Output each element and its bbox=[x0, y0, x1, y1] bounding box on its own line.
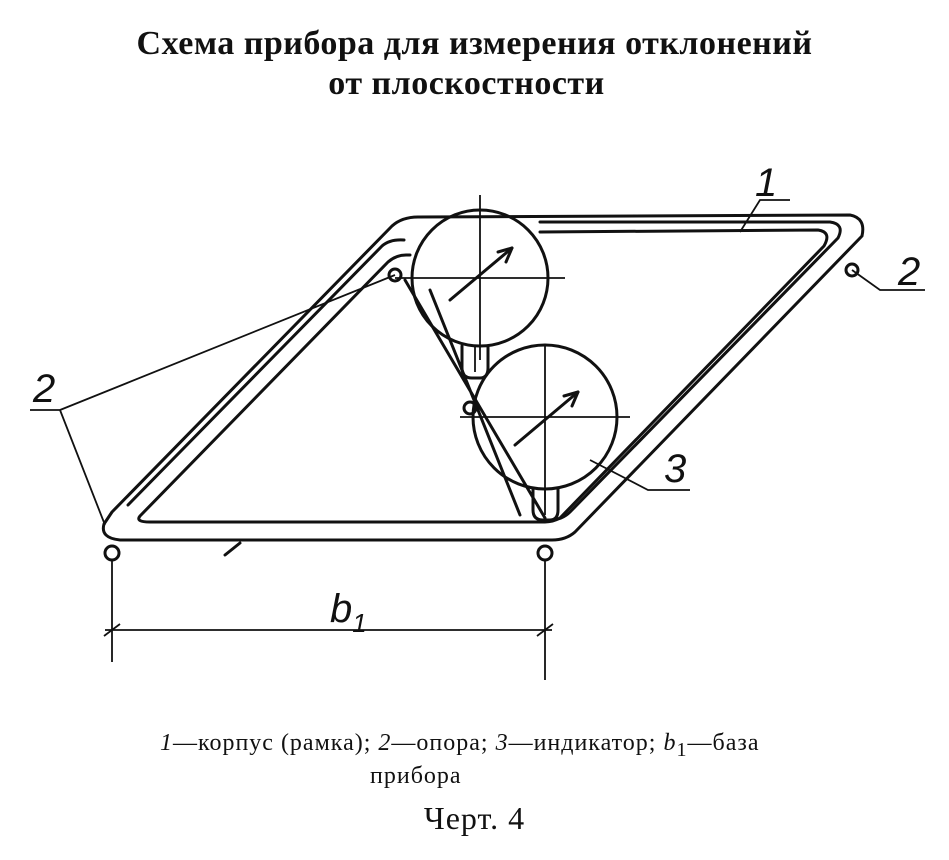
leader-3 bbox=[589, 459, 690, 491]
callout-3: 3 bbox=[664, 447, 686, 491]
legend-b-sub: 1 bbox=[676, 738, 688, 761]
callout-1: 1 bbox=[755, 161, 777, 205]
legend-num-3: 3 bbox=[495, 730, 509, 756]
leader-1 bbox=[739, 199, 790, 233]
frame-wall bbox=[126, 220, 842, 522]
dimension-b1-subscript: 1 bbox=[352, 608, 366, 638]
legend-text-3: —индикатор; bbox=[508, 730, 657, 756]
leader-2-left bbox=[30, 274, 396, 526]
legend-text-4: —база bbox=[687, 730, 760, 756]
legend-text-1: —корпус (рамка); bbox=[173, 730, 372, 756]
dimension-b1 bbox=[103, 560, 554, 680]
diagram-title-line-2: от плоскостности bbox=[328, 65, 605, 102]
figure-caption: Черт. 4 bbox=[423, 800, 526, 836]
diagram-title-line-1: Схема прибора для измерения отклонений bbox=[136, 25, 813, 62]
indicator-lower bbox=[460, 343, 630, 522]
legend-num-1: 1 bbox=[160, 730, 173, 756]
legend-text-5: прибора bbox=[370, 762, 462, 789]
legend-b: b bbox=[663, 730, 677, 756]
dimension-b1-label: b1 bbox=[330, 587, 367, 638]
frame-outer bbox=[101, 213, 865, 542]
leader-2-right bbox=[851, 269, 925, 291]
legend: 1—корпус (рамка); 2—опора; 3—индикатор; … bbox=[160, 730, 900, 789]
legend-num-2: 2 bbox=[378, 730, 392, 756]
callout-2-right: 2 bbox=[897, 250, 920, 294]
callout-2-left: 2 bbox=[32, 367, 55, 411]
legend-text-2: —опора; bbox=[391, 730, 489, 756]
